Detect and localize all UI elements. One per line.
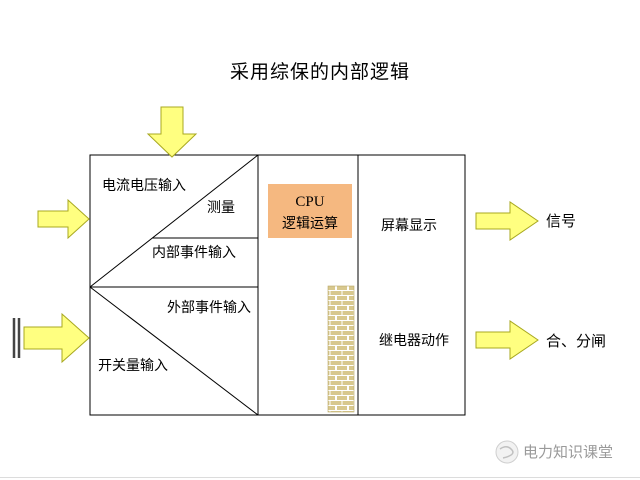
arrow-signal-output <box>475 201 539 241</box>
arrow-left-upper-input <box>37 198 90 240</box>
label-measurement: 测量 <box>207 200 235 216</box>
label-current-voltage-input: 电流电压输入 <box>102 178 186 194</box>
watermark: 电力知识课堂 <box>495 440 613 464</box>
fan-line-lower <box>89 286 259 416</box>
hatched-bus-bar <box>327 285 355 413</box>
watermark-text: 电力知识课堂 <box>523 444 613 461</box>
label-switch-quantity-input: 开关量输入 <box>98 358 168 374</box>
label-signal: 信号 <box>546 213 576 230</box>
label-relay-action: 继电器动作 <box>379 333 449 349</box>
arrow-top-input <box>146 106 198 158</box>
label-internal-event-input: 内部事件输入 <box>152 245 236 261</box>
arrow-tail-strokes <box>12 318 21 358</box>
label-external-event-input: 外部事件输入 <box>167 300 251 316</box>
cpu-label-line2: 逻辑运算 <box>282 216 338 232</box>
page-title: 采用综保的内部逻辑 <box>230 61 410 83</box>
fan-line-upper <box>89 154 259 288</box>
bottom-divider <box>0 477 640 478</box>
label-open-close: 合、分闸 <box>546 333 606 350</box>
main-box <box>89 154 466 416</box>
watermark-logo-icon <box>495 440 519 464</box>
cpu-label-line1: CPU <box>295 194 324 210</box>
watermark-logo-swirl <box>499 446 514 459</box>
arrow-trip-output <box>475 320 539 360</box>
label-screen-display: 屏幕显示 <box>381 218 437 234</box>
cpu-block <box>268 184 352 238</box>
arrow-left-lower-input <box>23 312 90 364</box>
